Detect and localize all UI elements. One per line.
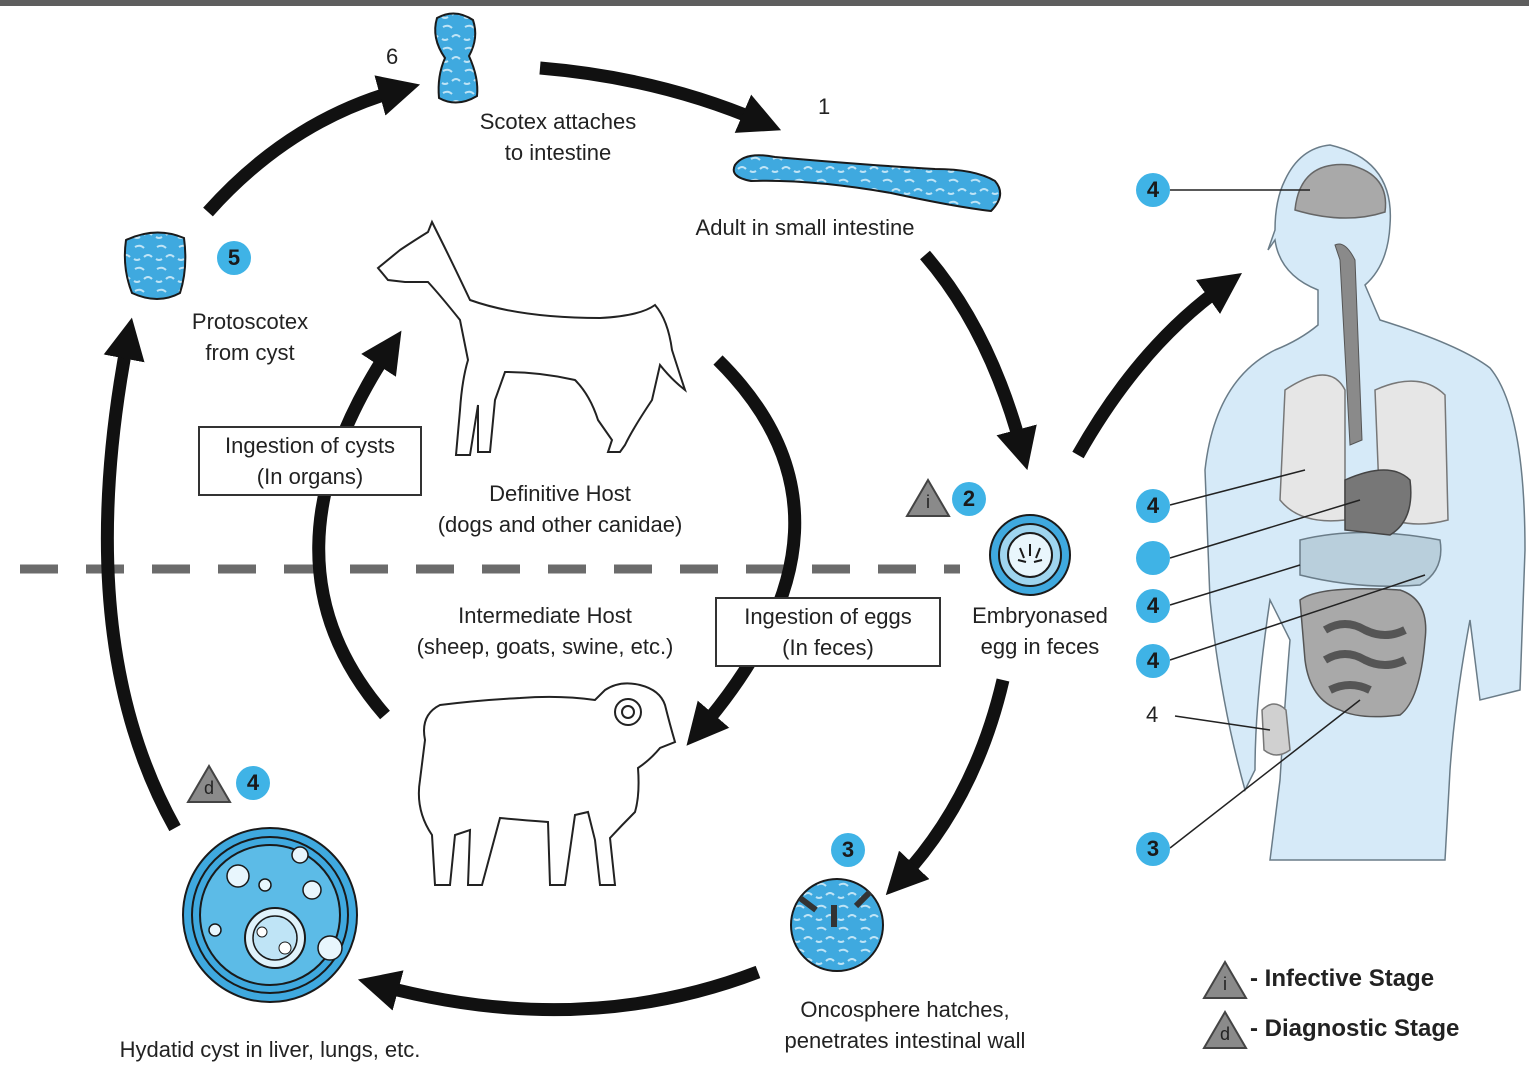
human-body-illustration (1205, 145, 1525, 860)
legend-diagnostic-icon: d (1202, 1010, 1248, 1050)
scolex-shape (435, 13, 477, 102)
label-hydatid: Hydatid cyst in liver, lungs, etc. (70, 1034, 470, 1065)
stage-badge-2: 2 (952, 482, 986, 516)
infective-stage-icon: i (905, 478, 951, 518)
stage-badge-3: 3 (831, 833, 865, 867)
label-adult: Adult in small intestine (655, 212, 955, 243)
human-badge-brain: 4 (1136, 173, 1170, 207)
arrow-protoscolex-to-scolex (208, 90, 400, 212)
human-badge-intestine: 3 (1136, 832, 1170, 866)
label-scolex: Scotex attaches to intestine (440, 106, 676, 168)
protoscolex-shape (125, 232, 185, 299)
label-protoscolex: Protoscotex from cyst (155, 306, 345, 368)
hydatid-cyst-shape (183, 828, 357, 1002)
label-egg: Embryonased egg in feces (950, 600, 1130, 662)
box-ingestion-eggs: Ingestion of eggs (In feces) (715, 597, 941, 667)
dog-outline (378, 222, 685, 455)
stage-number-1: 1 (818, 94, 830, 120)
sheep-outline (419, 683, 675, 885)
stage-number-6: 6 (386, 44, 398, 70)
label-definitive-host: Definitive Host (dogs and other canidae) (385, 478, 735, 540)
legend-infective-icon: i (1202, 960, 1248, 1000)
stage-badge-4: 4 (236, 766, 270, 800)
human-badge-liver: 4 (1136, 589, 1170, 623)
stomach (1345, 470, 1411, 535)
arrow-dog-to-sheep (700, 360, 795, 730)
liver (1300, 533, 1441, 587)
stage-badge-5: 5 (217, 241, 251, 275)
human-number-bone: 4 (1146, 702, 1158, 728)
human-badge-heart (1136, 541, 1170, 575)
adult-worm-shape (734, 155, 1000, 211)
arrow-egg-to-oncosphere (900, 680, 1003, 880)
arrow-adult-to-egg (925, 255, 1022, 450)
legend-diagnostic-label: - Diagnostic Stage (1250, 1015, 1459, 1043)
label-intermediate-host: Intermediate Host (sheep, goats, swine, … (375, 600, 715, 662)
label-oncosphere: Oncosphere hatches, penetrates intestina… (745, 994, 1065, 1056)
oncosphere-shape (791, 879, 883, 971)
human-badge-lungs: 4 (1136, 489, 1170, 523)
arrow-egg-to-human (1078, 285, 1225, 455)
arrow-cyst-to-protoscolex (107, 338, 175, 828)
diagnostic-stage-icon: d (186, 764, 232, 804)
legend-infective-label: - Infective Stage (1250, 965, 1434, 993)
egg-shape (990, 515, 1070, 595)
arrow-oncosphere-to-cyst (378, 972, 758, 1010)
human-badge-abdomen: 4 (1136, 644, 1170, 678)
box-ingestion-cysts: Ingestion of cysts (In organs) (198, 426, 422, 496)
